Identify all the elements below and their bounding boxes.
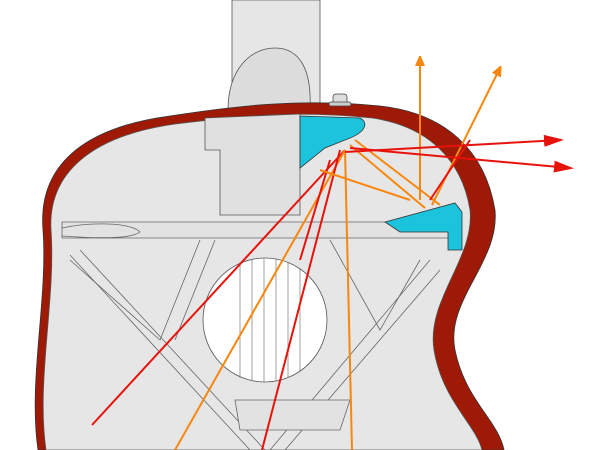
- guitar-neck: [227, 0, 321, 121]
- sound-rays: [91, 58, 574, 450]
- sound-hole: [202, 257, 328, 383]
- ray-red: [91, 149, 346, 426]
- ray-orange: [349, 144, 426, 209]
- ray-orange-up: [431, 68, 500, 206]
- neck-block: [204, 113, 301, 216]
- ray-orange: [344, 149, 353, 450]
- ray-red: [261, 149, 341, 450]
- strap-button: [328, 93, 352, 107]
- ray-red: [429, 139, 471, 201]
- lower-reflector-block: [384, 202, 463, 251]
- ray-red: [299, 159, 331, 261]
- ray-red-out: [349, 147, 574, 173]
- upper-reflector-block: [299, 115, 366, 169]
- ray-orange: [174, 149, 346, 450]
- ray-orange: [319, 169, 411, 201]
